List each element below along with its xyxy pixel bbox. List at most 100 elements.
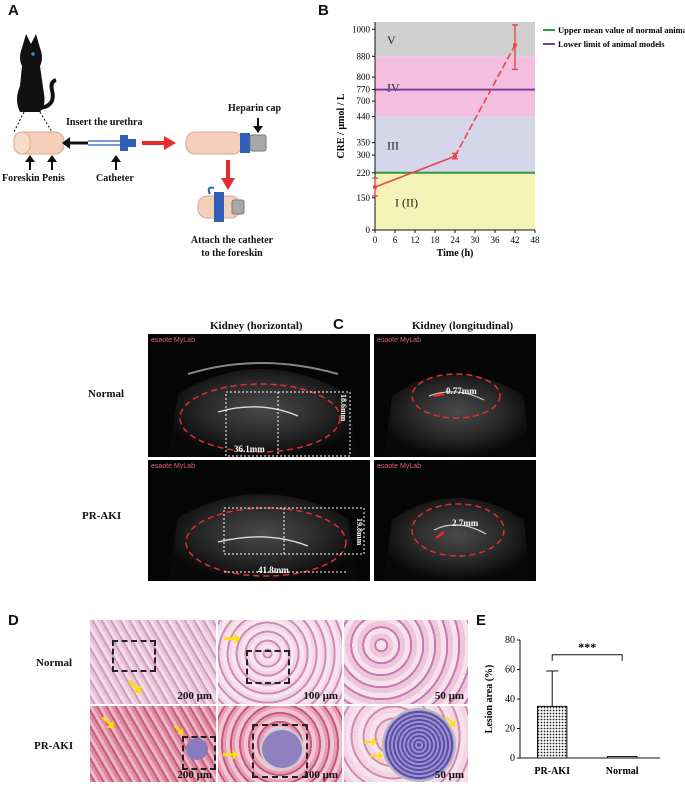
arrow-icon: ➘ — [126, 674, 145, 699]
procedure-schematic — [13, 34, 267, 222]
foreskin-label: Foreskin — [2, 173, 40, 184]
lesion-y-tick-label-4: 80 — [505, 635, 515, 646]
arrow-icon: ➙ — [364, 734, 378, 751]
scale-bar-label: 50 μm — [434, 769, 464, 781]
cre-y-tick-label-8: 800 — [357, 72, 371, 82]
zoom-box — [246, 650, 290, 684]
cre-y-axis-label: CRE / μmol / L — [336, 93, 347, 158]
cre-x-axis-label: Time (h) — [437, 248, 474, 259]
cre-point-1 — [452, 154, 458, 159]
cre-band-2 — [375, 116, 535, 173]
cre-x-tick-label-1: 6 — [393, 235, 398, 245]
ultrasound-aki-horizontal: esaote MyLab 41.8mm 19.8mm — [148, 460, 370, 581]
cre-legend-label-0: Upper mean value of normal animals — [558, 25, 685, 35]
cre-x-tick-label-4: 24 — [451, 235, 461, 245]
cre-band-label-0: V — [387, 33, 396, 47]
measure-normal-height: 18.6mm — [339, 394, 348, 422]
cre-y-tick-label-9: 880 — [357, 51, 371, 61]
significance-label: *** — [578, 640, 596, 654]
histo-row-normal: Normal — [36, 657, 73, 669]
zoom-box — [112, 640, 156, 672]
histo-aki-200um: ➘ ➘ 200 μm — [90, 706, 216, 782]
arrow-icon: ➙ — [224, 628, 241, 650]
lesion-x-tick-label-0: PR-AKI — [534, 766, 570, 777]
col-label-longitudinal: Kidney (longitudinal) — [412, 320, 514, 332]
panel-label-e: E — [476, 612, 487, 629]
cre-x-tick-label-0: 0 — [373, 235, 378, 245]
lesion-focus — [260, 728, 304, 770]
esaote-logo: esaote MyLab — [377, 463, 421, 470]
catheter-illustration — [88, 135, 136, 151]
cre-band-label-2: III — [387, 139, 399, 153]
penis-label: Penis — [42, 173, 65, 184]
cre-band-0 — [375, 22, 535, 57]
histo-aki-50um: ➙ ➙ ➘ 50 μm — [344, 706, 468, 782]
heparin-cap-label: Heparin cap — [228, 103, 282, 114]
cre-x-tick-label-7: 42 — [511, 235, 520, 245]
scale-bar-label: 200 μm — [177, 690, 212, 702]
panel-label-a: A — [8, 2, 19, 19]
lesion-focus — [382, 708, 456, 782]
esaote-logo: esaote MyLab — [377, 337, 421, 344]
cre-x-tick-label-5: 30 — [471, 235, 481, 245]
cre-x-tick-label-6: 36 — [491, 235, 501, 245]
esaote-logo: esaote MyLab — [151, 337, 195, 344]
zoom-box — [182, 736, 216, 770]
cat-icon — [17, 34, 57, 112]
catheter-label: Catheter — [96, 173, 134, 184]
arrow-icon: ➘ — [172, 722, 186, 739]
panel-label-c: C — [333, 316, 344, 333]
up-arrow-icons — [25, 155, 121, 170]
histo-aki-100um: ➙ 100 μm — [218, 706, 342, 782]
cre-y-tick-label-10: 1000 — [352, 24, 371, 34]
lesion-bar-0 — [537, 705, 568, 759]
histo-normal-50um: 50 μm — [344, 620, 468, 704]
scale-bar-label: 100 μm — [303, 769, 338, 781]
cre-y-tick-label-2: 220 — [357, 168, 371, 178]
penis-with-cap-illustration — [185, 131, 267, 155]
scale-bar-label: 100 μm — [303, 690, 338, 702]
arrow-icon: ➙ — [222, 744, 239, 766]
histo-normal-100um: ➙ 100 μm — [218, 620, 342, 704]
ultrasound-normal-longitudinal: esaote MyLab 0.77mm — [374, 334, 536, 457]
cre-y-tick-label-7: 770 — [357, 85, 371, 95]
cre-series-segment-0 — [374, 155, 456, 188]
cre-point-0 — [372, 184, 378, 190]
lesion-y-tick-label-0: 0 — [510, 753, 515, 764]
measure-aki-width: 41.8mm — [258, 565, 289, 575]
attached-catheter-illustration — [197, 186, 245, 222]
measure-normal-width: 36.1mm — [234, 444, 265, 454]
row-label-normal: Normal — [88, 388, 125, 400]
lesion-y-tick-label-1: 20 — [505, 724, 515, 735]
measure-aki-height: 19.8mm — [355, 518, 364, 546]
panel-label-b: B — [318, 2, 329, 19]
measure-normal-long: 0.77mm — [446, 386, 477, 396]
histo-normal-200um: ➘ 200 μm — [90, 620, 216, 704]
insert-urethra-label: Insert the urethra — [66, 117, 143, 128]
arrow-icon: ➙ — [370, 748, 384, 765]
attach-label-2: to the foreskin — [201, 248, 263, 259]
cre-y-tick-label-4: 350 — [357, 138, 371, 148]
cre-point-2 — [512, 42, 518, 48]
cre-x-tick-label-2: 12 — [411, 235, 420, 245]
cre-y-tick-label-0: 0 — [366, 225, 371, 235]
scale-bar-label: 50 μm — [434, 690, 464, 702]
attach-label-1: Attach the catheter — [190, 235, 274, 246]
row-label-pr-aki: PR-AKI — [82, 510, 122, 522]
cre-legend-label-1: Lower limit of animal models — [558, 39, 665, 49]
lesion-x-tick-label-1: Normal — [606, 766, 639, 777]
lesion-bar-1 — [607, 756, 638, 759]
zoom-box — [252, 724, 308, 778]
cre-band-3 — [375, 172, 535, 230]
col-label-horizontal: Kidney (horizontal) — [210, 320, 303, 332]
lesion-y-tick-label-3: 60 — [505, 665, 515, 676]
cre-y-tick-label-3: 300 — [357, 150, 371, 160]
cre-series-segment-1 — [454, 44, 516, 157]
cre-band-label-3: I (II) — [395, 195, 418, 209]
scale-bar-label: 200 μm — [177, 769, 212, 781]
measure-aki-long: 2.7mm — [452, 518, 479, 528]
arrow-icon: ➘ — [444, 714, 458, 731]
cre-x-tick-label-8: 48 — [531, 235, 541, 245]
